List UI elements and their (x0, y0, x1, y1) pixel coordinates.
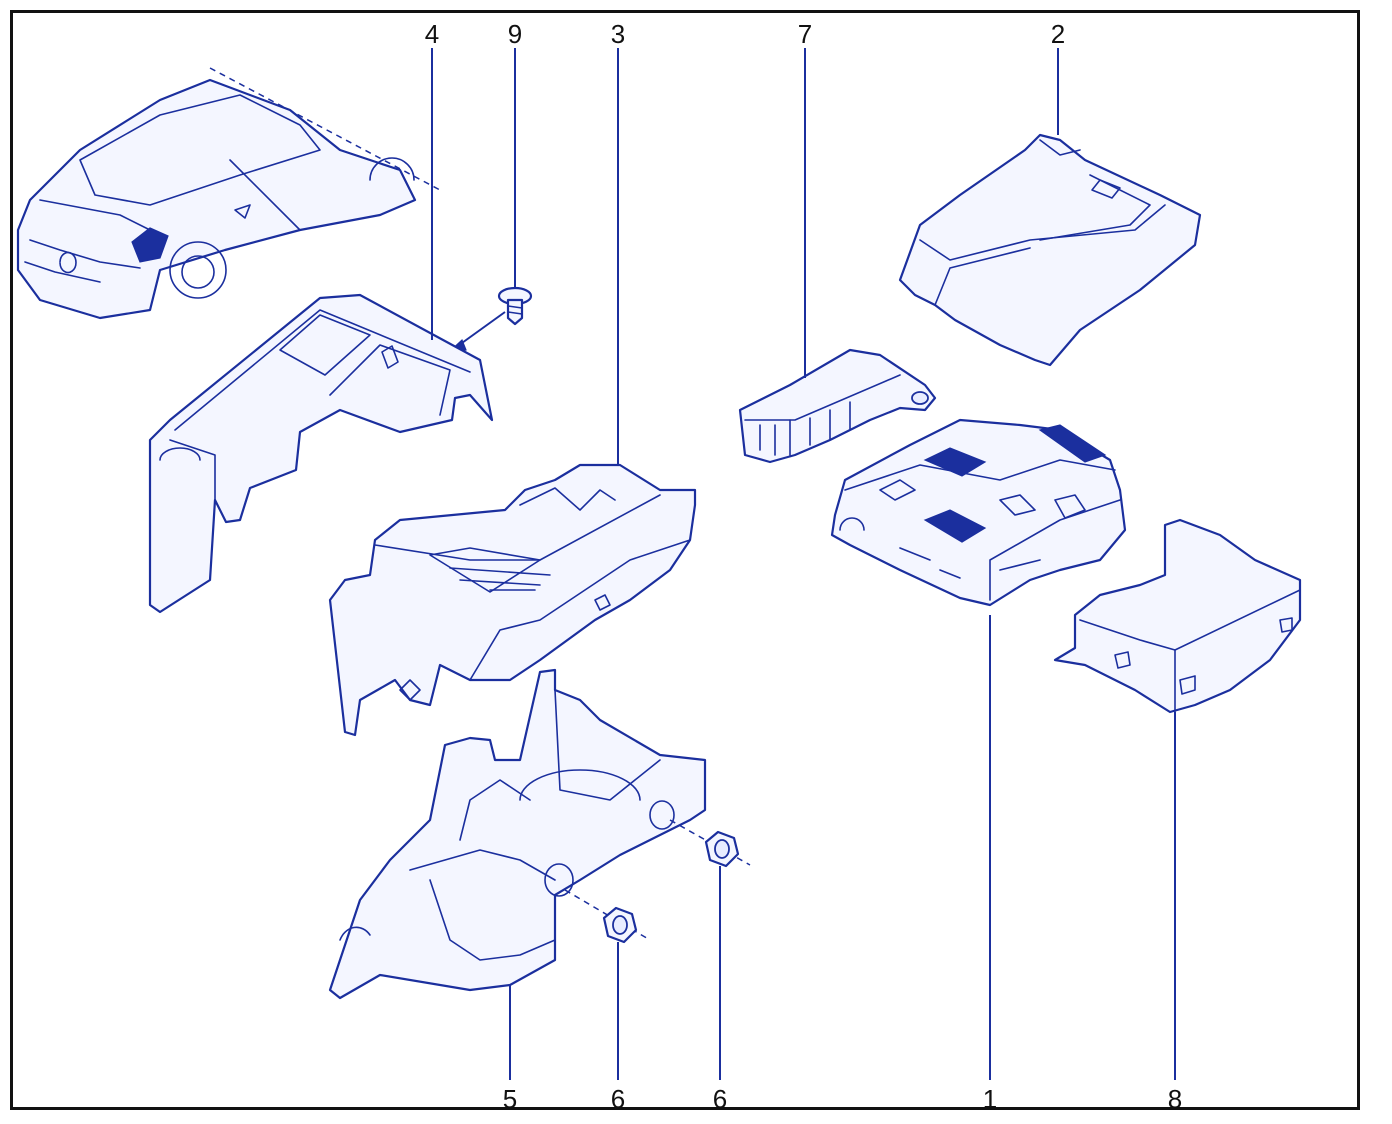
callout-5: 5 (503, 1084, 517, 1114)
part-8-small-cover (1053, 518, 1302, 714)
part-6-nut-left (602, 906, 638, 944)
part-4-upper-cover (148, 293, 494, 614)
part-9-screw (443, 286, 533, 357)
vehicle-location-illustration (16, 67, 441, 320)
callout-1: 1 (983, 1084, 997, 1114)
fuse-box-location-marker (131, 227, 169, 263)
callout-8: 8 (1168, 1084, 1182, 1114)
part-7-relay-bar (738, 348, 937, 464)
leader-lines (431, 48, 1176, 1080)
part-2-top-cover (898, 133, 1202, 367)
callout-7: 7 (798, 19, 812, 49)
callout-4: 4 (425, 19, 439, 49)
callout-2: 2 (1051, 19, 1065, 49)
callout-9: 9 (508, 19, 522, 49)
callout-3: 3 (611, 19, 625, 49)
part-3-middle-cover (328, 463, 697, 737)
part-5-lower-tray (328, 668, 751, 1000)
part-1-fuse-box (830, 418, 1127, 607)
part-6-nut-right (704, 830, 740, 868)
callout-6-right: 6 (713, 1084, 727, 1114)
callout-6-left: 6 (611, 1084, 625, 1114)
